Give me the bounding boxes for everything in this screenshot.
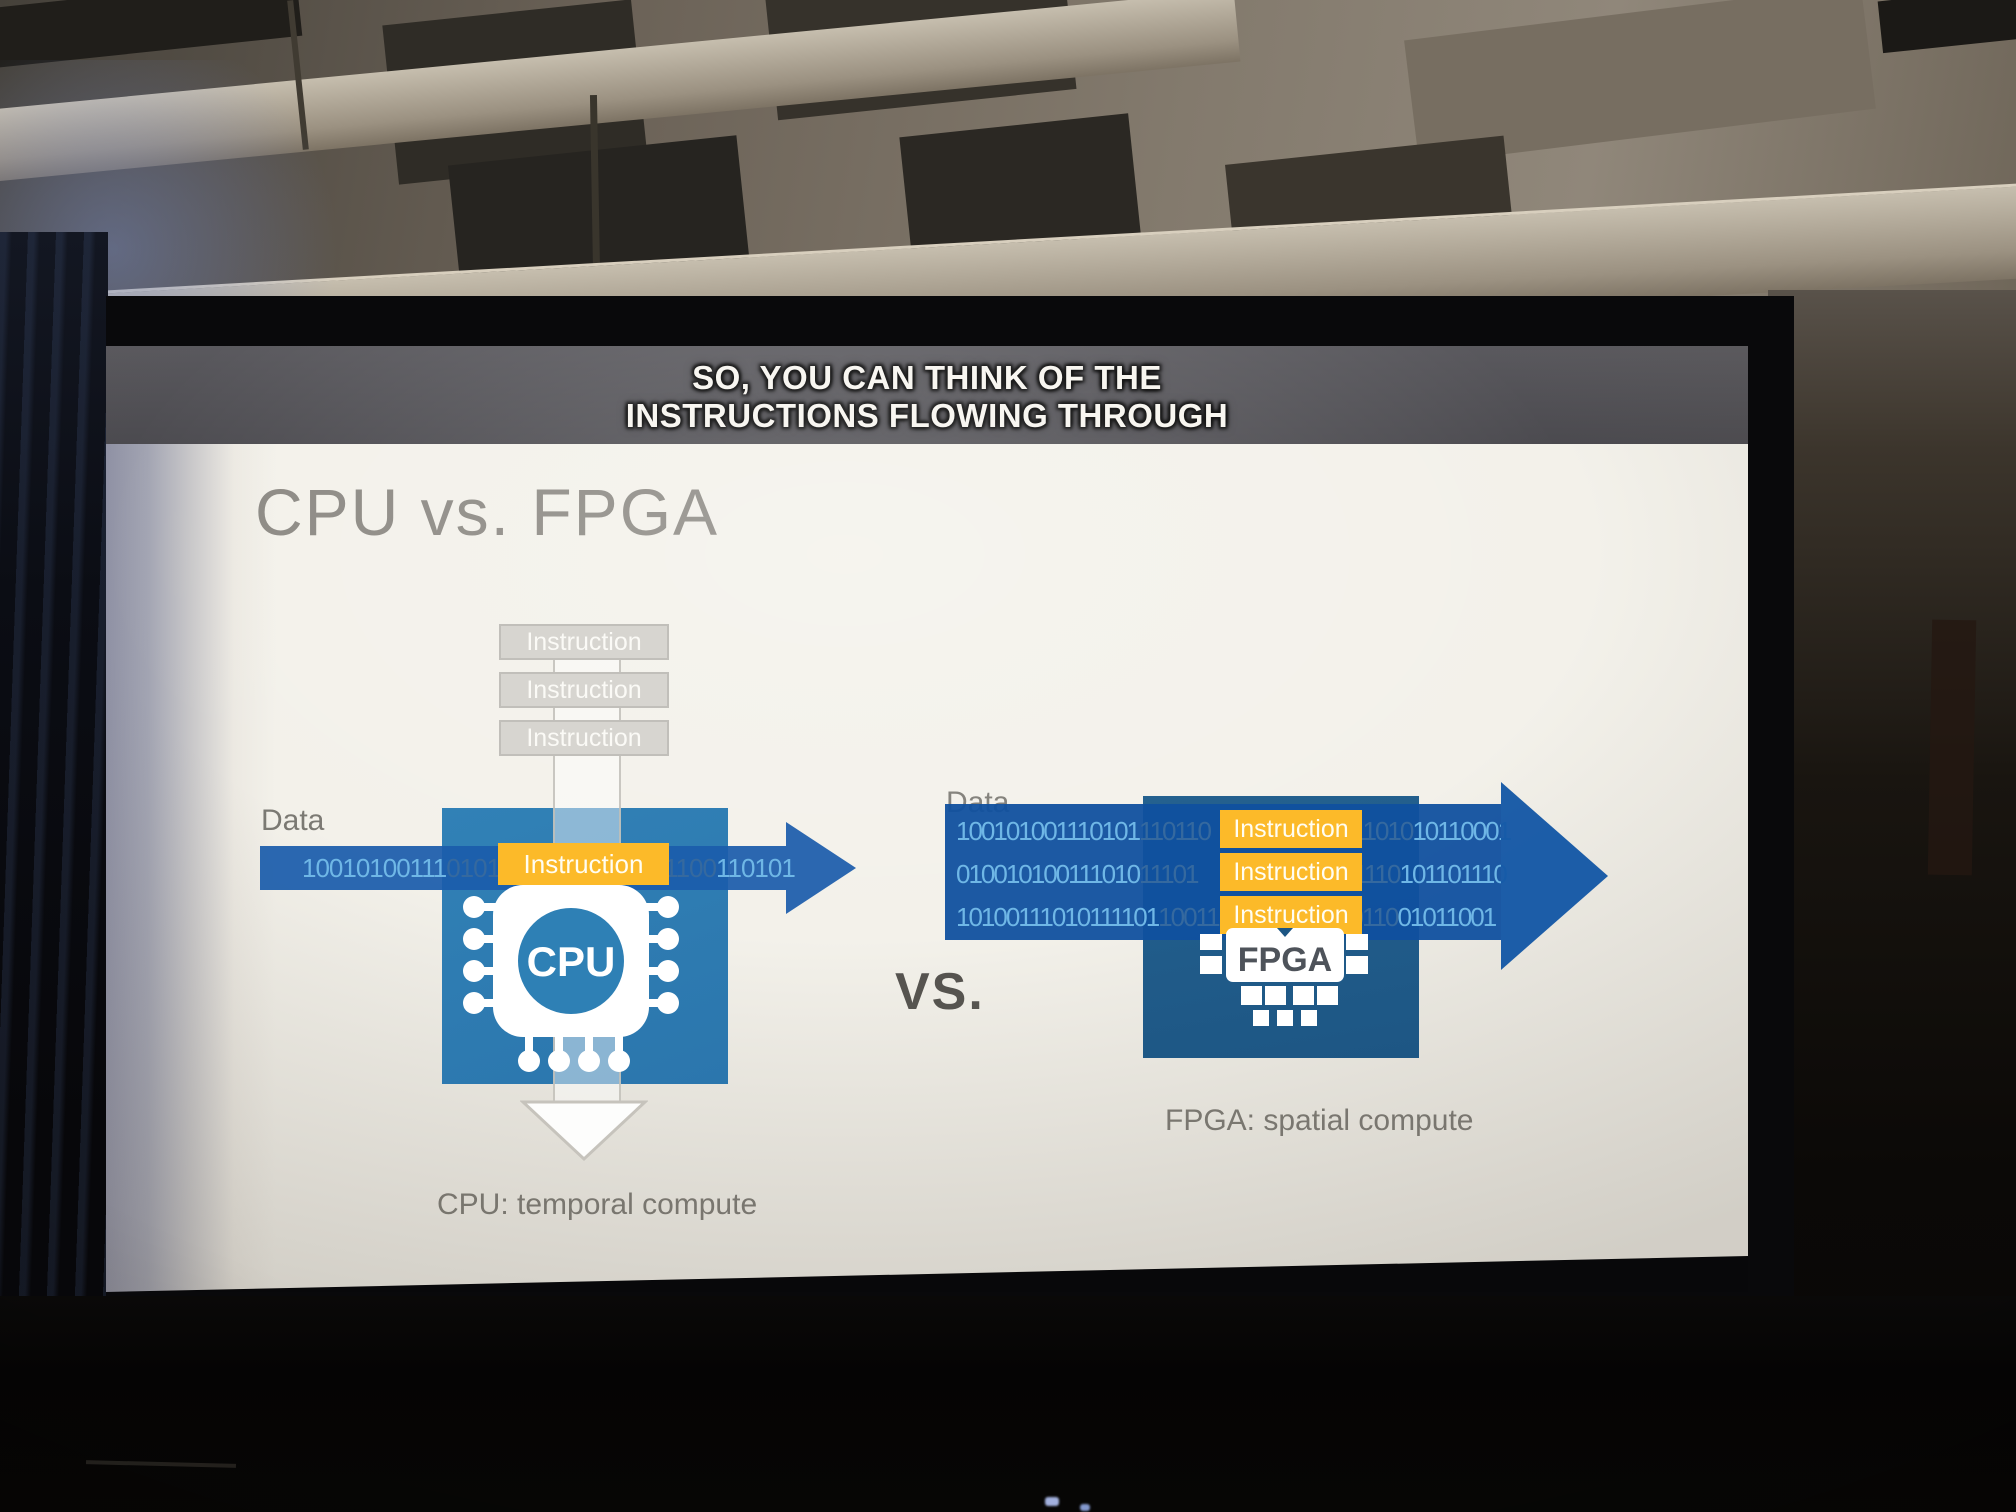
instruction-box-gray: Instruction xyxy=(499,624,669,660)
binary-segment: 11101 xyxy=(1139,859,1199,889)
instruction-box-gray: Instruction xyxy=(499,672,669,708)
cpu-caption: CPU: temporal compute xyxy=(437,1188,758,1221)
data-arrow-fpga-head-icon xyxy=(1501,782,1608,970)
caption-band: SO, YOU CAN THINK OF THE INSTRUCTIONS FL… xyxy=(106,346,1748,444)
binary-segment: 11010 xyxy=(1351,816,1414,846)
ceiling xyxy=(0,0,2016,345)
data-arrow-cpu-head-icon xyxy=(786,822,856,914)
room-wall-strip xyxy=(1927,619,1977,876)
data-label-cpu: Data xyxy=(261,804,325,837)
phone-screen-glint xyxy=(1045,1497,1059,1506)
fpga-chip-label: FPGA xyxy=(1238,941,1332,979)
caption-line-1: SO, YOU CAN THINK OF THE xyxy=(692,359,1162,396)
binary-segment: 10100111010111101 xyxy=(956,902,1160,932)
projection-screen: SO, YOU CAN THINK OF THE INSTRUCTIONS FL… xyxy=(106,296,1794,1304)
screen-bottom-edge xyxy=(106,1256,1748,1292)
instruction-box-gray: Instruction xyxy=(499,720,669,756)
phone-screen-glint xyxy=(1080,1504,1090,1511)
cpu-chip-icon: CPU xyxy=(463,885,679,1072)
ceiling-panel xyxy=(1877,0,2016,54)
caption-line-2: INSTRUCTIONS FLOWING THROUGH xyxy=(625,397,1229,434)
ceiling-panel xyxy=(0,0,303,69)
instruction-flow-arrowhead-icon xyxy=(520,1100,648,1162)
binary-segment: 1100 xyxy=(664,853,717,883)
binary-segment: 10010100111 xyxy=(302,853,447,883)
binary-segment: 10110001 xyxy=(1412,816,1512,846)
instruction-box-orange-fpga: Instruction xyxy=(1220,896,1362,934)
instruction-box-orange-fpga: Instruction xyxy=(1220,853,1362,891)
binary-segment: 10011 xyxy=(1158,902,1220,932)
room-foreground xyxy=(0,1296,2016,1512)
binary-segment: 110110 xyxy=(1139,816,1212,846)
binary-segment: 010010100111010 xyxy=(956,859,1141,889)
binary-segment: 110101 xyxy=(715,853,796,883)
binary-segment: 101101110 xyxy=(1399,859,1507,889)
binary-segment: 0101 xyxy=(446,853,501,883)
slide-title: CPU vs. FPGA xyxy=(255,475,720,549)
fpga-chip-icon: FPGA xyxy=(1200,928,1368,1026)
binary-segment: 100101001110101 xyxy=(956,816,1141,846)
instruction-box-orange-fpga: Instruction xyxy=(1220,810,1362,848)
instruction-box-orange-cpu: Instruction xyxy=(498,843,669,885)
binary-segment: 01011001 xyxy=(1397,902,1497,932)
cpu-chip-label: CPU xyxy=(527,938,616,985)
vs-label: VS. xyxy=(895,963,985,1021)
fpga-caption: FPGA: spatial compute xyxy=(1165,1104,1474,1137)
projected-slide-area: SO, YOU CAN THINK OF THE INSTRUCTIONS FL… xyxy=(106,346,1748,1292)
